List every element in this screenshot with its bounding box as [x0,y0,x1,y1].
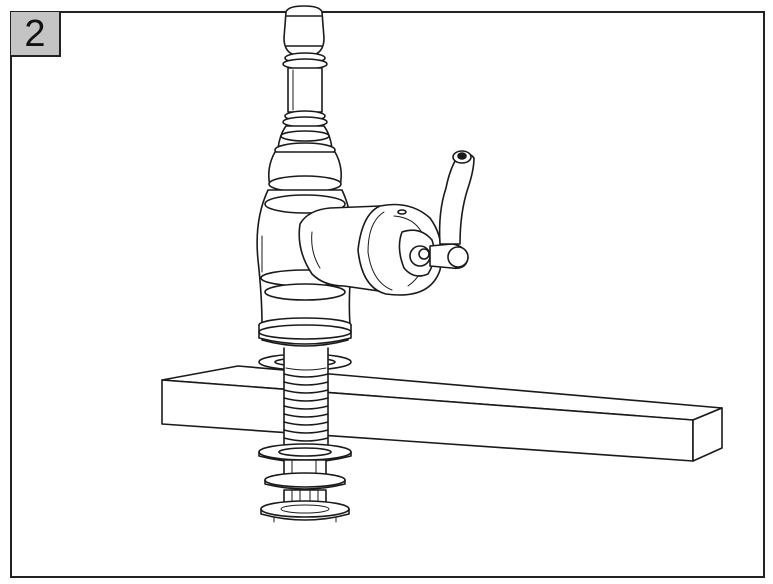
base-flange-icon [258,317,352,347]
mounting-nut-icon [260,459,350,523]
step-badge: 2 [11,12,61,57]
threaded-shank-icon [283,347,329,457]
step-number: 2 [24,12,46,55]
washer-icon [258,443,352,463]
lever-handle-icon [298,150,475,296]
countertop-icon [161,365,723,462]
spout-neck-icon [277,5,333,149]
